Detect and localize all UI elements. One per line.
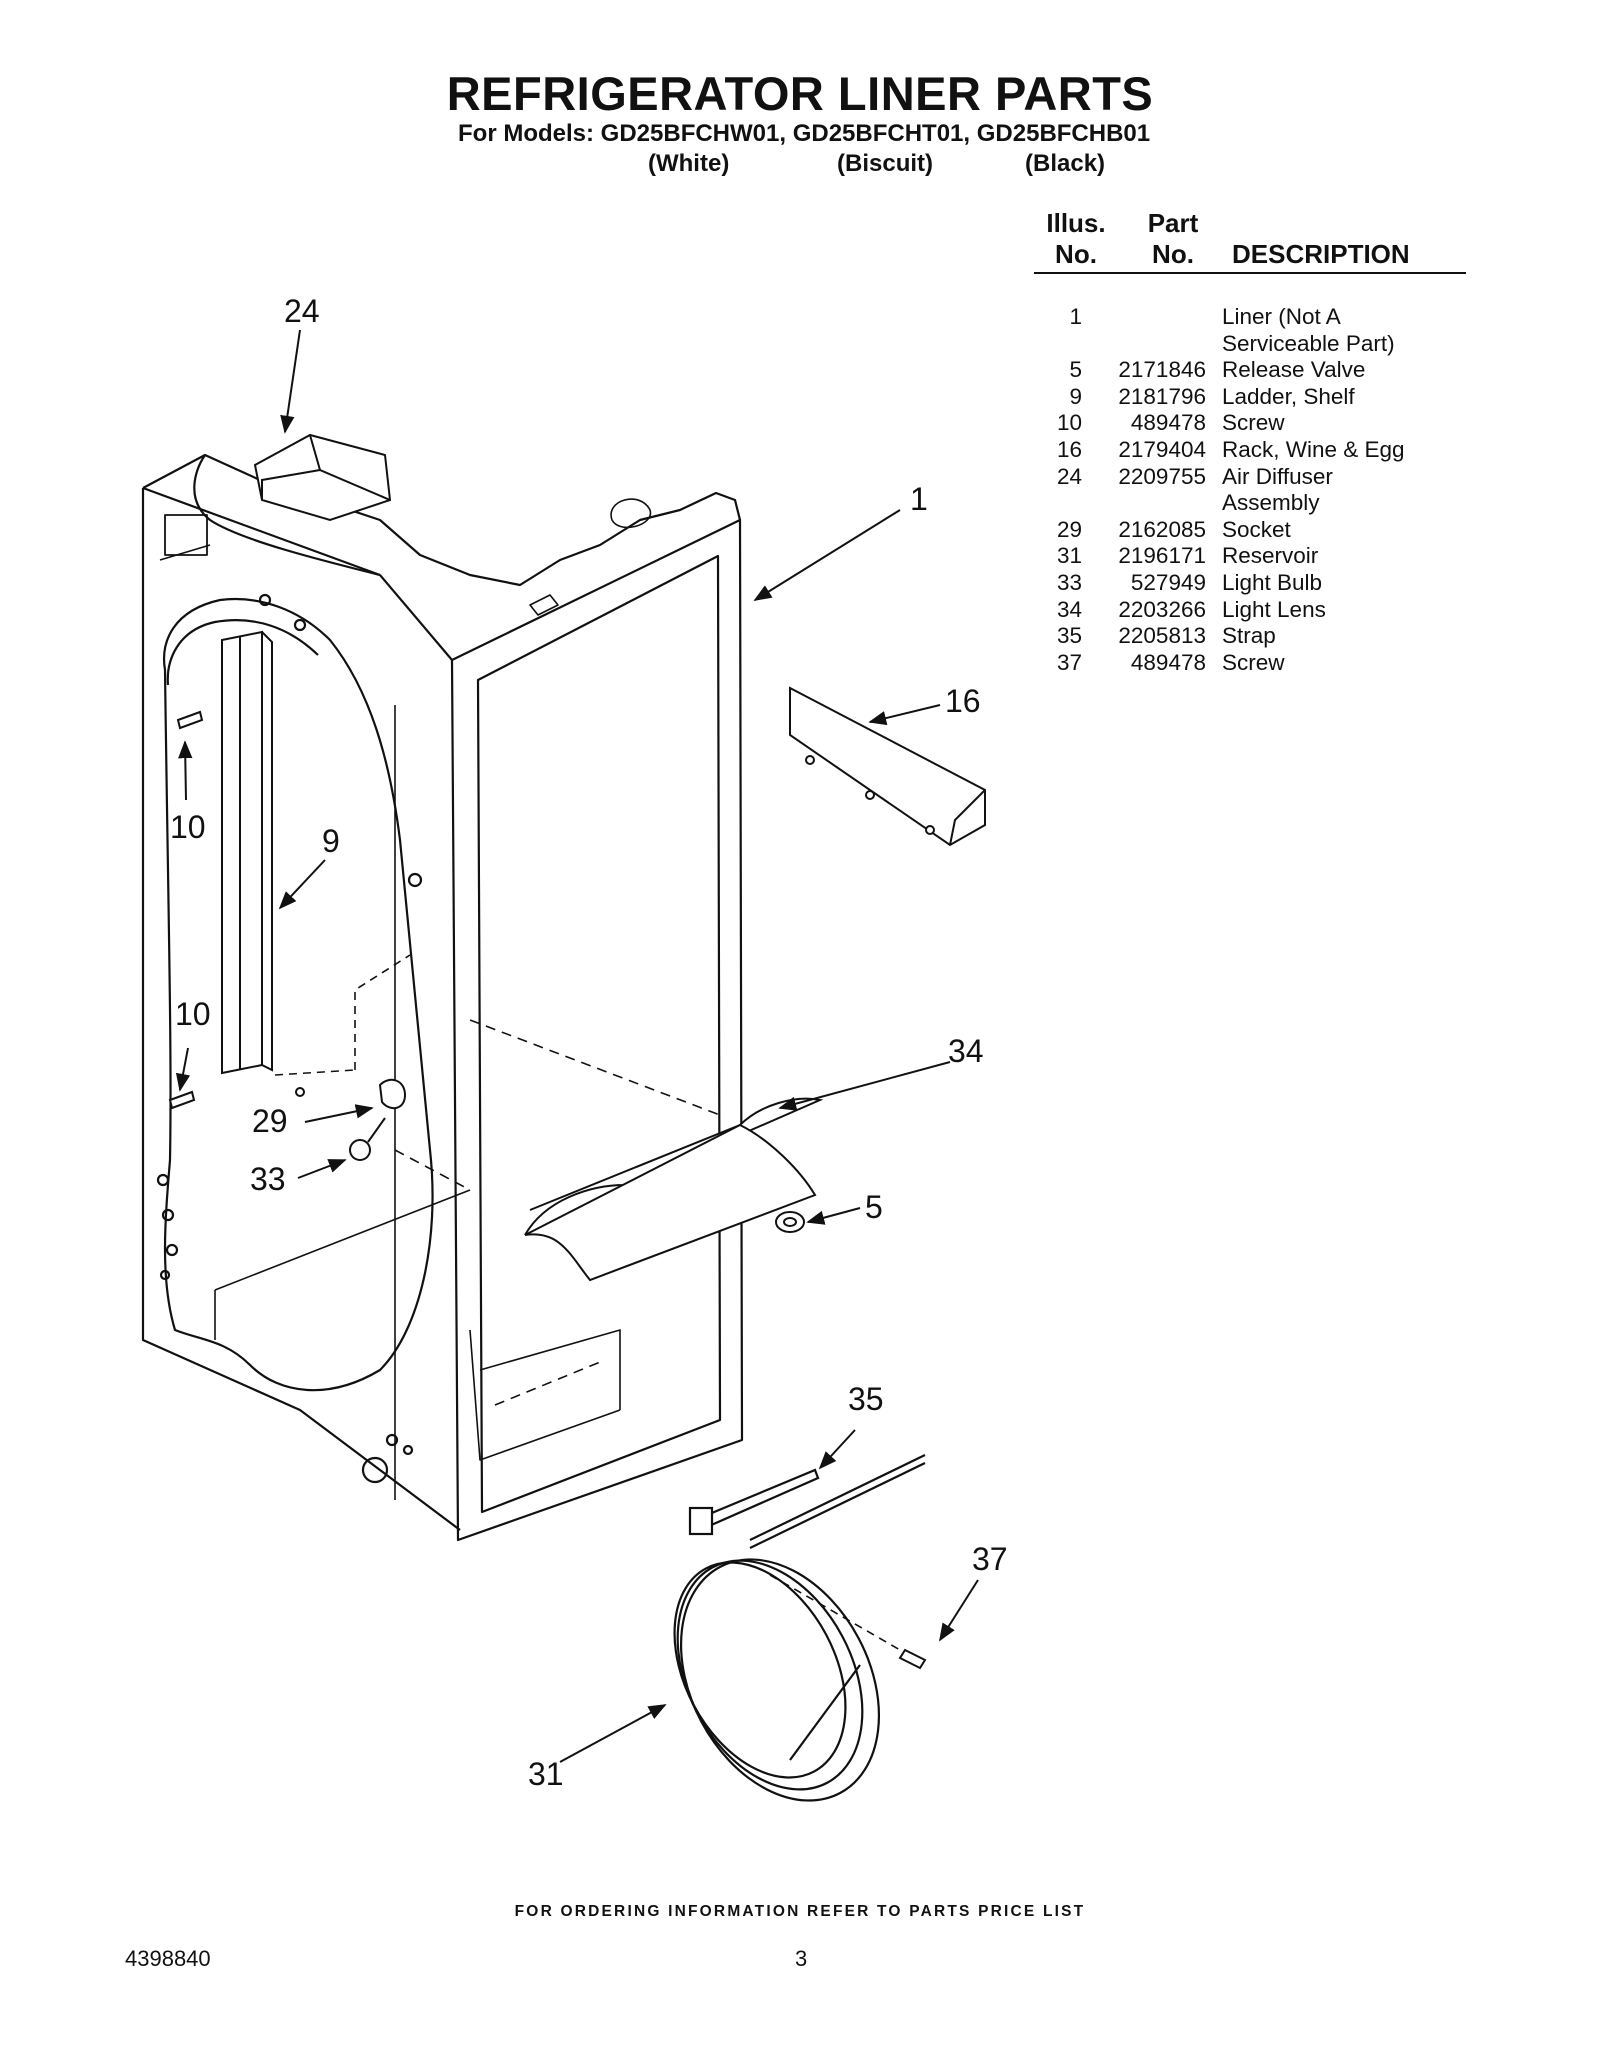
illus-no: 34 <box>1056 596 1082 622</box>
illus-no: 33 <box>1056 569 1082 595</box>
illus-no: 29 <box>1056 516 1082 542</box>
parts-row: 5 2171846 Release Valve <box>1030 357 1490 384</box>
color-black: (Black) <box>1025 150 1106 177</box>
parts-row: 37 489478 Screw <box>1030 650 1490 677</box>
part-description: Screw <box>1222 410 1285 436</box>
color-biscuit: (Biscuit) <box>837 150 933 177</box>
parts-row: 29 2162085 Socket <box>1030 517 1490 544</box>
part-no: 2171846 <box>1118 357 1206 383</box>
strap-reservoir-part <box>673 1454 926 1802</box>
header-part: Part <box>1147 208 1199 238</box>
color-white: (White) <box>648 150 730 177</box>
illus-no: 35 <box>1056 623 1082 649</box>
parts-row: 33 527949 Light Bulb <box>1030 570 1490 597</box>
header-part-no: No. <box>1152 239 1194 269</box>
part-no: 2196171 <box>1118 543 1206 569</box>
illus-no: 10 <box>1056 410 1082 436</box>
part-description: Reservoir <box>1222 543 1319 569</box>
parts-row: 35 2205813 Strap <box>1030 623 1490 650</box>
callout-24: 24 <box>284 293 320 329</box>
part-no: 527949 <box>1130 569 1206 595</box>
parts-row: 31 2196171 Reservoir <box>1030 543 1490 570</box>
part-description: Assembly <box>1222 490 1320 516</box>
models-line: For Models: GD25BFCHW01, GD25BFCHT01, GD… <box>458 120 1151 147</box>
air-diffuser-part <box>253 433 392 522</box>
part-no: 2209755 <box>1118 463 1206 489</box>
part-no: 2162085 <box>1118 516 1206 542</box>
part-description: Liner (Not A <box>1222 304 1341 329</box>
part-description: Serviceable Part) <box>1222 330 1395 356</box>
part-description: Rack, Wine & Egg <box>1222 436 1405 462</box>
callout-34: 34 <box>948 1033 984 1069</box>
header-illus-no: No. <box>1055 239 1097 269</box>
callout-37: 37 <box>972 1541 1008 1577</box>
part-description: Release Valve <box>1222 357 1366 383</box>
callout-1: 1 <box>910 481 928 517</box>
callout-31: 31 <box>528 1756 564 1792</box>
parts-row: 1 Liner (Not A <box>1030 304 1490 331</box>
illus-no: 37 <box>1056 649 1082 675</box>
part-description: Light Lens <box>1222 596 1326 622</box>
part-description: Strap <box>1222 623 1276 649</box>
release-valve-part <box>775 1211 805 1233</box>
part-no: 2205813 <box>1118 623 1206 649</box>
callout-29: 29 <box>252 1103 288 1139</box>
part-no: 2203266 <box>1118 596 1206 622</box>
part-description: Light Bulb <box>1222 569 1323 595</box>
screw-parts <box>168 710 927 1670</box>
part-description: Air Diffuser <box>1222 463 1333 489</box>
parts-row: 24 2209755 Air Diffuser <box>1030 464 1490 491</box>
parts-row: Assembly <box>1030 490 1490 517</box>
illus-no: 16 <box>1056 436 1082 462</box>
callout-10-upper: 10 <box>170 809 206 845</box>
callout-leaders <box>175 329 979 1763</box>
parts-list: 1 Liner (Not A Serviceable Part) 5 2171846… <box>1030 304 1490 676</box>
page-title: REFRIGERATOR LINER PARTS <box>446 67 1154 120</box>
parts-row: 9 2181796 Ladder, Shelf <box>1030 384 1490 411</box>
illus-no: 24 <box>1056 463 1082 489</box>
part-no: 489478 <box>1130 410 1206 436</box>
page-number: 3 <box>795 1946 808 1971</box>
parts-row: 10 489478 Screw <box>1030 410 1490 437</box>
wine-egg-rack-part <box>789 686 986 847</box>
illus-no: 1 <box>1069 304 1082 329</box>
part-description: Screw <box>1222 649 1285 675</box>
callout-35: 35 <box>848 1381 884 1417</box>
callout-5: 5 <box>865 1189 883 1225</box>
header-rule <box>1034 272 1466 274</box>
callout-33: 33 <box>250 1161 286 1197</box>
document-number: 4398840 <box>125 1946 211 1971</box>
liner-drawing <box>141 453 744 1542</box>
callout-16: 16 <box>945 683 981 719</box>
light-lens-part <box>524 1097 824 1282</box>
illus-no: 9 <box>1069 383 1082 409</box>
part-no: 2181796 <box>1118 383 1206 409</box>
callout-9: 9 <box>322 823 340 859</box>
socket-bulb-part <box>295 1078 407 1161</box>
parts-row: Serviceable Part) <box>1030 331 1490 358</box>
part-no: 2179404 <box>1118 436 1206 462</box>
ordering-note: FOR ORDERING INFORMATION REFER TO PARTS … <box>514 1903 1086 1920</box>
parts-row: 34 2203266 Light Lens <box>1030 597 1490 624</box>
header-illus: Illus. <box>1046 208 1106 238</box>
part-description: Ladder, Shelf <box>1222 383 1355 409</box>
callout-10-lower: 10 <box>175 996 211 1032</box>
illus-no: 31 <box>1056 543 1082 569</box>
header-description: DESCRIPTION <box>1232 239 1410 269</box>
illus-no: 5 <box>1069 357 1082 383</box>
part-description: Socket <box>1222 516 1291 542</box>
shelf-ladder-part <box>221 630 273 1075</box>
parts-row: 16 2179404 Rack, Wine & Egg <box>1030 437 1490 464</box>
part-no: 489478 <box>1130 649 1206 675</box>
